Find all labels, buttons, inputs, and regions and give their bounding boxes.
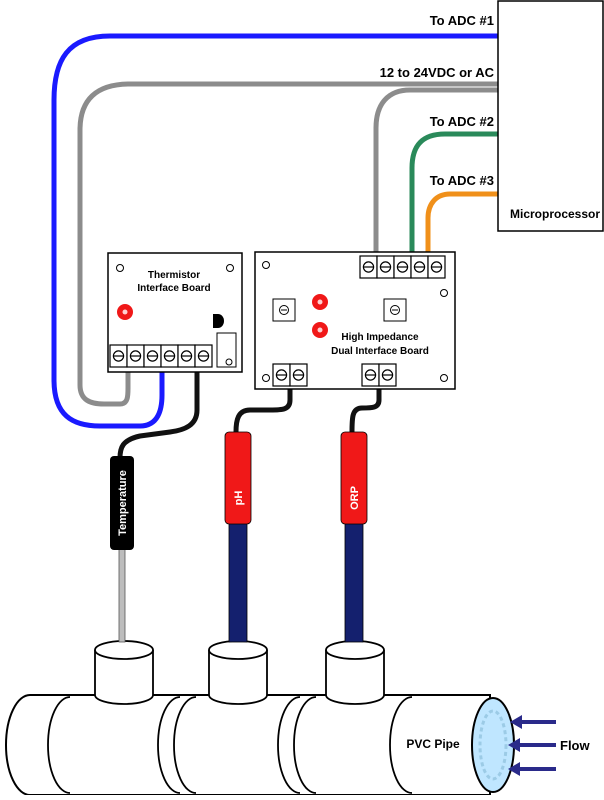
microprocessor-box: Microprocessor: [497, 0, 604, 232]
temperature-probe-cable: [117, 369, 200, 461]
thermistor-board-title-line1: Thermistor: [148, 270, 200, 281]
temperature-probe-rod: [118, 547, 126, 643]
pipe-coupling-1: [47, 696, 71, 794]
power-wire-thermistor: [77, 81, 501, 407]
trim-pot-right: [383, 298, 407, 322]
orp-probe-handle: [340, 431, 368, 525]
screw-terminal: [143, 344, 162, 368]
mounting-hole: [262, 374, 270, 382]
screw-terminal: [289, 363, 308, 387]
mounting-hole: [262, 261, 270, 269]
orp-probe: ORP: [340, 431, 368, 643]
screw-terminal: [393, 255, 412, 279]
pipe-label: PVC Pipe: [406, 737, 460, 751]
wires: [51, 33, 501, 461]
ph-probe-handle: [224, 431, 252, 525]
dual-board-title-line2: Dual Interface Board: [331, 346, 429, 357]
power-wire-dual: [373, 87, 501, 260]
microprocessor-label: Microprocessor: [510, 207, 600, 221]
thermistor-board-title-line2: Interface Board: [137, 283, 210, 294]
dual-board-title-line1: High Impedance: [341, 332, 419, 343]
screw-terminal: [361, 363, 380, 387]
dual-board-top-terminal-block: [359, 255, 446, 279]
flow-arrows: [508, 715, 556, 776]
screw-terminal: [378, 363, 397, 387]
ph-probe: pH: [224, 431, 252, 643]
orp-probe-label: ORP: [349, 486, 361, 510]
water-ripple: [478, 709, 508, 781]
orp-probe-shaft: [344, 519, 364, 643]
adc3-label: To ADC #3: [430, 173, 494, 188]
adc1-wire: [51, 33, 501, 429]
screw-terminal: [109, 344, 128, 368]
adc1-label: To ADC #1: [430, 13, 494, 28]
pipe-coupling-6: [389, 696, 413, 794]
thermistor-terminal-block: [109, 344, 213, 368]
adc2-label: To ADC #2: [430, 114, 494, 129]
screw-terminal: [126, 344, 145, 368]
dual-interface-board: High Impedance Dual Interface Board: [254, 251, 456, 390]
d-connector: [213, 314, 224, 328]
screw-terminal: [272, 363, 291, 387]
ph-tee-fitting: [208, 640, 268, 705]
screw-terminal: [160, 344, 179, 368]
pipe-coupling-4: [277, 696, 301, 794]
adc3-wire: [425, 191, 501, 260]
mounting-hole: [225, 358, 233, 366]
indicator-led-top: [312, 294, 328, 310]
screw-terminal: [410, 255, 429, 279]
screw-terminal: [376, 255, 395, 279]
trim-pot-left: [272, 298, 296, 322]
flow-arrow: [510, 715, 556, 729]
side-connector: [216, 332, 237, 368]
pipe-coupling-3: [173, 696, 197, 794]
temperature-probe-label: Temperature: [117, 470, 129, 536]
ph-probe-cable: [233, 384, 293, 435]
mounting-hole: [226, 264, 234, 272]
ph-probe-shaft: [228, 519, 248, 643]
ph-terminal-block: [272, 363, 308, 387]
temperature-probe-handle: [110, 456, 134, 550]
thermistor-interface-board: Thermistor Interface Board: [107, 252, 243, 373]
pipe-body: [5, 694, 491, 796]
temperature-probe: Temperature: [110, 456, 134, 643]
mounting-hole: [116, 264, 124, 272]
adc2-wire: [409, 131, 501, 260]
indicator-led-bottom: [312, 322, 328, 338]
screw-terminal: [194, 344, 213, 368]
flow-label: Flow: [560, 738, 590, 753]
screw-terminal: [177, 344, 196, 368]
mounting-hole: [440, 374, 448, 382]
flow-arrow: [508, 738, 556, 752]
pvc-pipe: PVC Pipe: [5, 640, 515, 796]
screw-terminal: [359, 255, 378, 279]
power-label: 12 to 24VDC or AC: [380, 65, 495, 80]
indicator-led: [117, 304, 133, 320]
temperature-tee-fitting: [94, 640, 154, 705]
pipe-coupling-5: [293, 696, 317, 794]
orp-tee-fitting: [325, 640, 385, 705]
flow-arrow: [508, 762, 556, 776]
screw-terminal: [427, 255, 446, 279]
orp-terminal-block: [361, 363, 397, 387]
pipe-coupling-2: [157, 696, 181, 794]
orp-probe-cable: [349, 384, 382, 435]
mounting-hole: [440, 289, 448, 297]
ph-probe-label: pH: [233, 491, 245, 506]
